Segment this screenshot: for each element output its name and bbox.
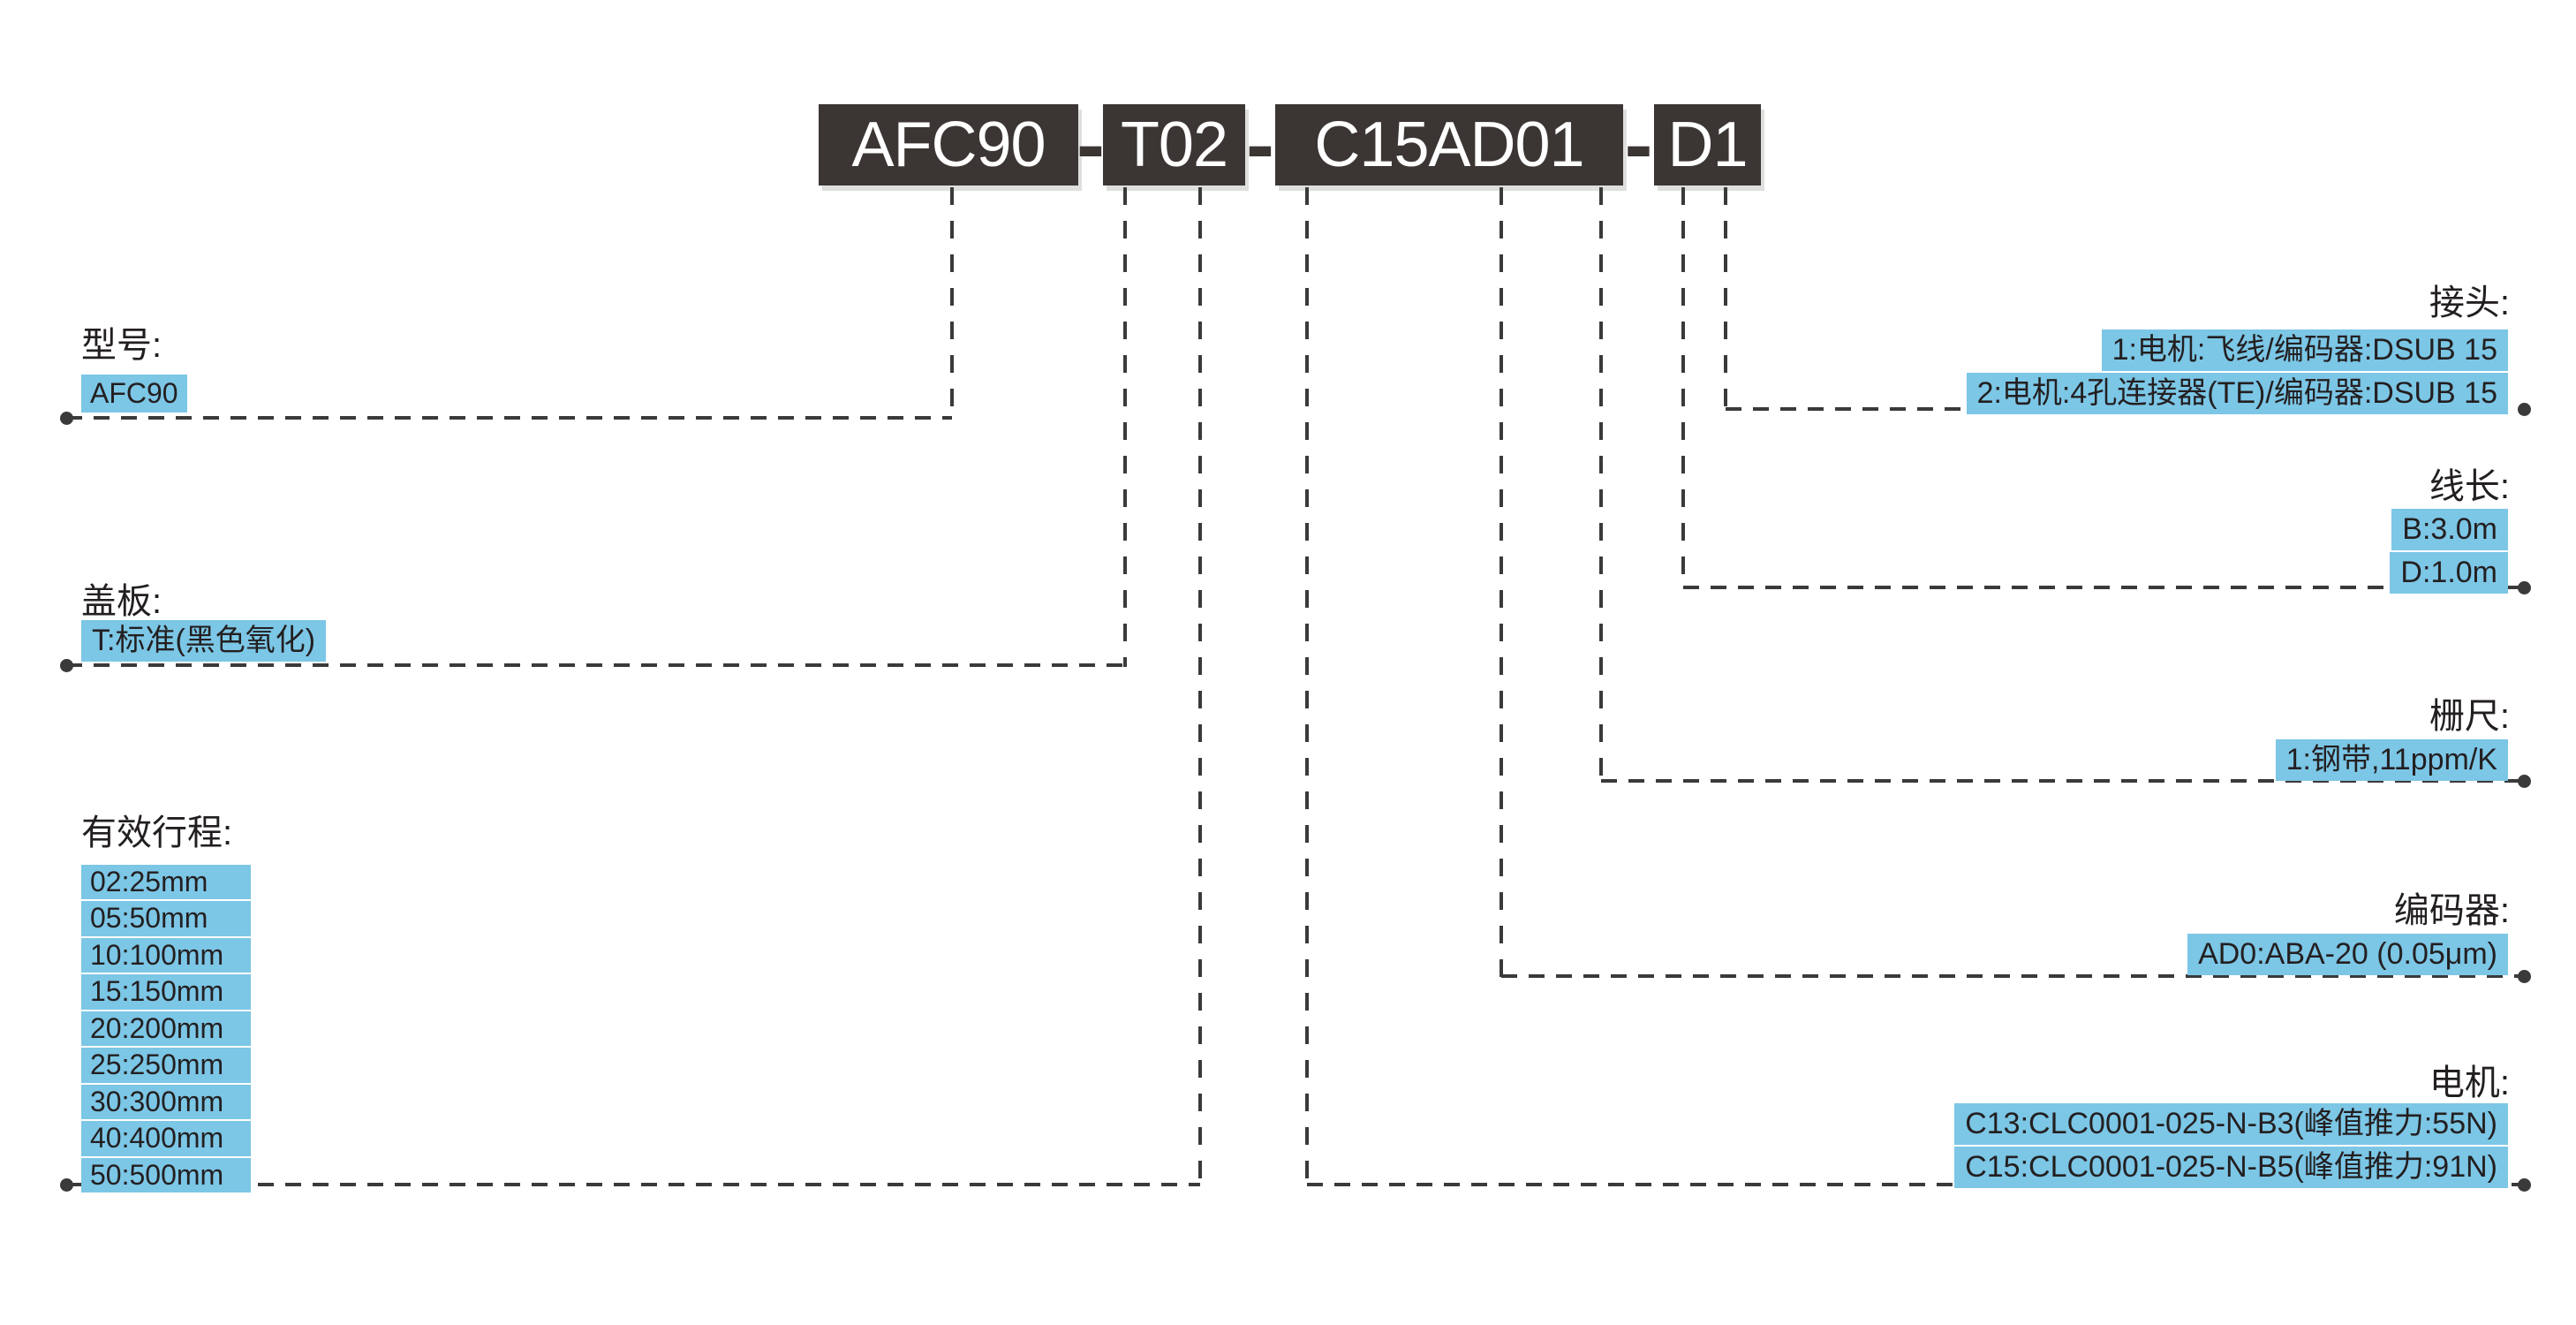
group-label-model: 型号: xyxy=(81,326,162,365)
line-end-dot-motor xyxy=(2518,1178,2531,1192)
group-label-connector: 接头: xyxy=(2429,284,2510,322)
option-chip-stroke: 30:300mm xyxy=(81,1084,251,1120)
line-end-dot-stroke xyxy=(60,1178,73,1192)
option-list-motor: C13:CLC0001-025-N-B3(峰值推力:55N) C15:CLC00… xyxy=(1954,1103,2508,1188)
option-chip-scale: 1:钢带,11ppm/K xyxy=(2275,739,2508,781)
group-label-motor: 电机: xyxy=(2429,1064,2510,1102)
option-chip-stroke: 10:100mm xyxy=(81,937,251,973)
option-chip-stroke: 25:250mm xyxy=(81,1048,251,1083)
option-list-scale: 1:钢带,11ppm/K xyxy=(2275,739,2508,781)
option-chip-stroke: 05:50mm xyxy=(81,901,251,936)
option-chip-model: AFC90 xyxy=(81,375,187,413)
connector-hline-scale xyxy=(1601,779,2524,783)
option-chip-motor: C13:CLC0001-025-N-B3(峰值推力:55N) xyxy=(1954,1103,2508,1145)
segment-separator: - xyxy=(1076,97,1105,192)
model-code-segment-motor-encoder-scale: C15AD01 xyxy=(1275,104,1623,186)
connector-vline-connector xyxy=(1724,187,1727,411)
option-chip-stroke: 20:200mm xyxy=(81,1011,251,1047)
connector-vline-cable xyxy=(1681,187,1685,589)
option-chip-stroke: 15:150mm xyxy=(81,974,251,1010)
line-end-dot-connector xyxy=(2518,403,2531,416)
connector-hline-cover xyxy=(66,663,1125,667)
model-code-segment-cover-stroke: T02 xyxy=(1103,104,1245,186)
connector-hline-motor xyxy=(1307,1183,2524,1186)
line-end-dot-model xyxy=(60,412,73,425)
group-label-cable: 线长: xyxy=(2429,467,2510,506)
group-label-scale: 栅尺: xyxy=(2429,697,2510,736)
option-chip-stroke: 50:500mm xyxy=(81,1157,251,1192)
connector-hline-encoder xyxy=(1501,974,2524,978)
option-list-encoder: AD0:ABA-20 (0.05μm) xyxy=(2187,934,2508,975)
connector-hline-model xyxy=(66,416,952,420)
connector-vline-encoder xyxy=(1500,187,1503,978)
option-chip-motor: C15:CLC0001-025-N-B5(峰值推力:91N) xyxy=(1954,1146,2508,1188)
option-list-stroke: 02:25mm 05:50mm 10:100mm 15:150mm 20:200… xyxy=(81,865,251,1192)
segment-separator: - xyxy=(1624,97,1653,192)
group-label-cover: 盖板: xyxy=(81,582,162,621)
connector-vline-motor xyxy=(1305,187,1309,1186)
connector-vline-stroke xyxy=(1198,187,1202,1186)
option-chip-cable: B:3.0m xyxy=(2391,509,2508,550)
line-end-dot-cover xyxy=(60,659,73,672)
option-chip-connector: 1:电机:飞线/编码器:DSUB 15 xyxy=(2101,329,2508,371)
option-chip-cable: D:1.0m xyxy=(2390,551,2508,594)
option-chip-cover: T:标准(黑色氧化) xyxy=(81,620,327,662)
connector-hline-stroke xyxy=(66,1183,1200,1186)
line-end-dot-scale xyxy=(2518,775,2531,788)
group-label-stroke: 有效行程: xyxy=(81,814,233,852)
model-code-segment-model: AFC90 xyxy=(819,104,1078,186)
model-code-bar: AFC90 - T02 - C15AD01 - D1 xyxy=(819,97,1761,192)
line-end-dot-cable xyxy=(2518,581,2531,594)
segment-separator: - xyxy=(1246,97,1274,192)
option-chip-stroke: 40:400mm xyxy=(81,1121,251,1156)
connector-vline-model xyxy=(950,187,954,420)
connector-vline-cover xyxy=(1123,187,1127,667)
connector-hline-cable xyxy=(1683,586,2524,589)
option-chip-stroke: 02:25mm xyxy=(81,865,251,900)
connector-vline-scale xyxy=(1599,187,1603,783)
group-label-encoder: 编码器: xyxy=(2393,891,2510,930)
line-end-dot-encoder xyxy=(2518,970,2531,983)
model-code-segment-cable-connector: D1 xyxy=(1654,104,1761,186)
option-list-connector: 1:电机:飞线/编码器:DSUB 15 2:电机:4孔连接器(TE)/编码器:D… xyxy=(1966,329,2508,414)
option-list-cable: B:3.0m D:1.0m xyxy=(2390,509,2508,594)
option-chip-connector: 2:电机:4孔连接器(TE)/编码器:DSUB 15 xyxy=(1966,372,2508,414)
option-chip-encoder: AD0:ABA-20 (0.05μm) xyxy=(2187,934,2508,975)
